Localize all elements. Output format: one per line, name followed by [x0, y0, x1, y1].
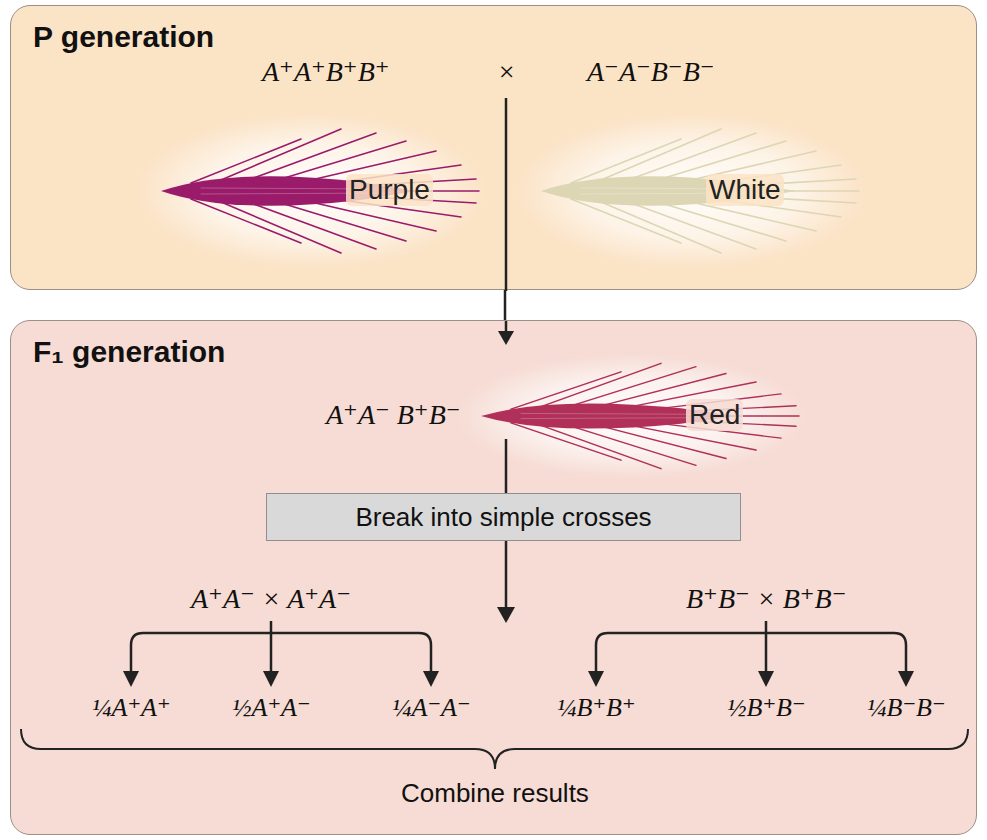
- generation-panel: P generationA⁺A⁺B⁺B⁺ × A⁻A⁻B⁻B⁻ Purple White: [10, 5, 977, 290]
- arrows: [21, 321, 968, 769]
- f1-illustration: [11, 321, 978, 836]
- cross-sign: ×: [497, 56, 516, 88]
- ratio-label: ¼A⁺A⁺: [92, 693, 171, 723]
- phenotype-label: White: [706, 174, 784, 206]
- panel-heading: F₁ generation: [33, 335, 225, 369]
- glow: [516, 113, 866, 269]
- genotype-label: A⁺A⁺B⁺B⁺: [262, 56, 390, 88]
- generation-panel: F₁ generationBreak into simple crossesA⁺…: [10, 320, 977, 835]
- phenotype-label: Red: [686, 399, 743, 431]
- white-spike: [541, 129, 859, 253]
- genotype-label: A⁻A⁻B⁻B⁻: [587, 56, 715, 88]
- cross-label: B⁺B⁻ × B⁺B⁻: [686, 583, 846, 615]
- box-text: Break into simple crosses: [355, 502, 651, 533]
- ratio-label: ½B⁺B⁻: [727, 693, 806, 723]
- red-spike: [481, 363, 799, 468]
- process-box: Break into simple crosses: [266, 493, 741, 541]
- ratio-label: ¼B⁻B⁻: [867, 693, 946, 723]
- cross-label: A⁺A⁻ × A⁺A⁻: [191, 583, 351, 615]
- ratio-label: ¼A⁻A⁻: [392, 693, 471, 723]
- phenotype-label: Purple: [346, 174, 433, 206]
- genotype-label: A⁺A⁻ B⁺B⁻: [326, 399, 461, 431]
- glow: [456, 354, 806, 478]
- note-label: Combine results: [401, 779, 589, 809]
- ratio-label: ½A⁺A⁻: [232, 693, 311, 723]
- cross-arrow: [504, 286, 507, 324]
- ratio-label: ¼B⁺B⁺: [557, 693, 636, 723]
- panel-heading: P generation: [33, 20, 214, 54]
- cross-arrow: [505, 98, 508, 291]
- glow: [136, 113, 486, 269]
- arrowheads: [123, 331, 914, 687]
- purple-spike: [161, 129, 479, 253]
